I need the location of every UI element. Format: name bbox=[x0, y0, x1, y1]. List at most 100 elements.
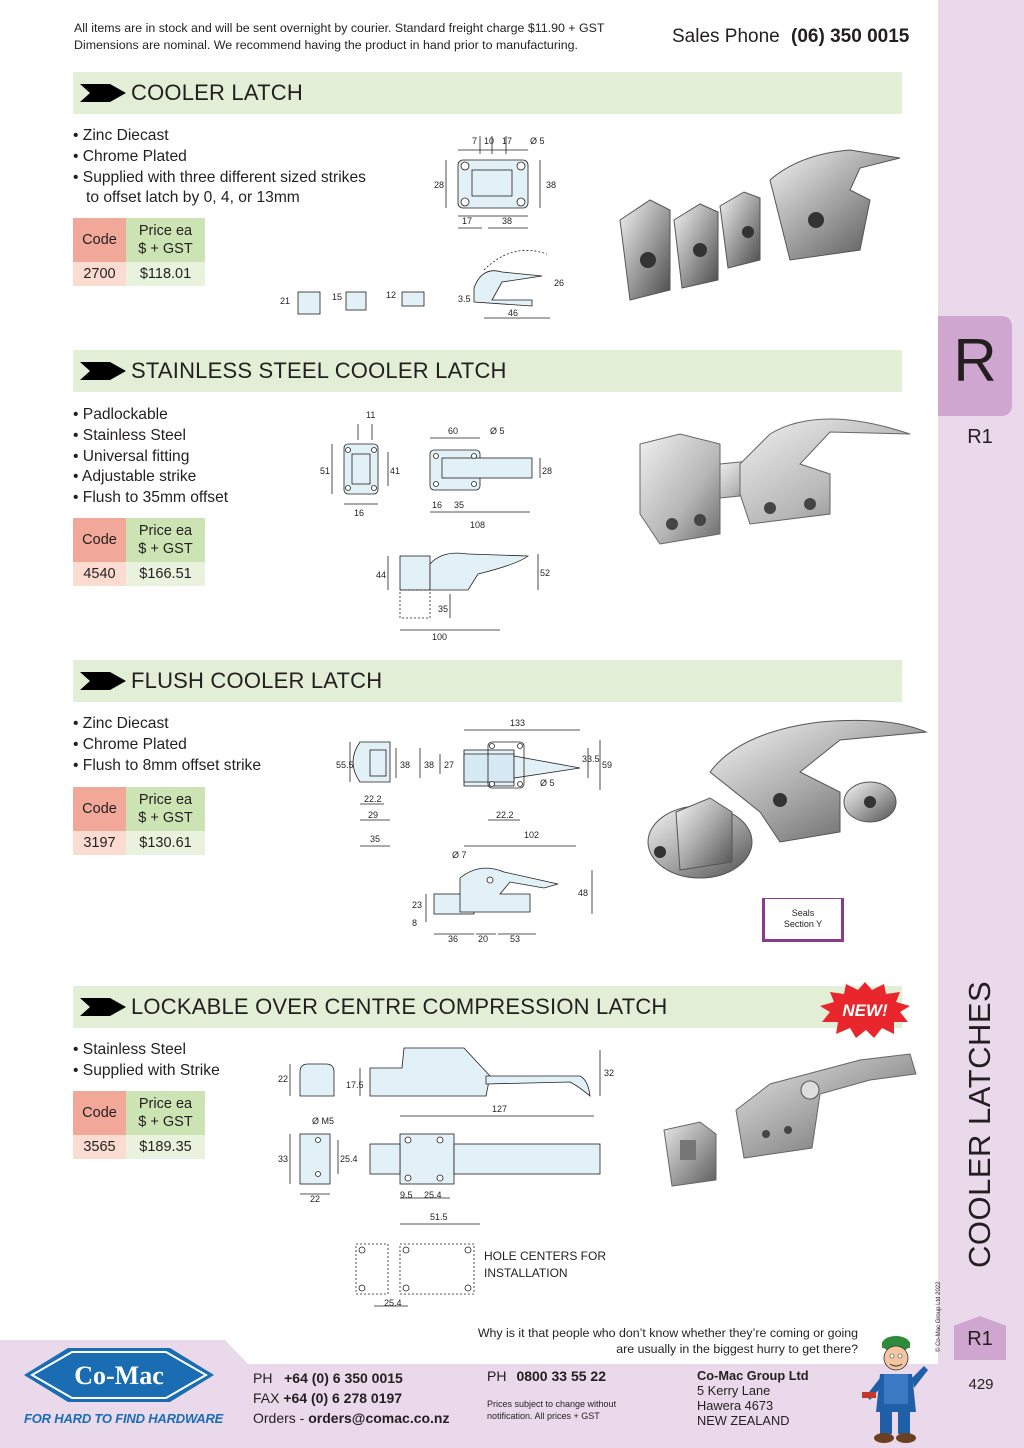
seals-line1: Seals bbox=[791, 908, 815, 918]
arrow-icon bbox=[80, 362, 126, 380]
feature-item: • Adjustable strike bbox=[73, 468, 197, 486]
dim-label: 11 bbox=[366, 410, 375, 420]
dim-label: 28 bbox=[542, 466, 552, 476]
dim-label: 127 bbox=[492, 1104, 507, 1114]
dim-label: 9.5 bbox=[400, 1190, 413, 1200]
copyright: © Co-Mac Group Ltd 2022 bbox=[936, 1281, 942, 1352]
dim-label: 46 bbox=[508, 308, 518, 318]
dim-label: 52 bbox=[540, 568, 550, 578]
company-name: Co-Mac Group Ltd bbox=[697, 1368, 809, 1383]
dim-label: 38 bbox=[400, 760, 410, 770]
price-header-line2: $ + GST bbox=[138, 241, 193, 257]
feature-item: • Supplied with three different sized st… bbox=[73, 168, 366, 186]
price-header-line1: Price ea bbox=[138, 792, 193, 808]
feature-list: • Zinc Diecast • Chrome Plated • Flush t… bbox=[73, 714, 261, 776]
feature-item: • Supplied with Strike bbox=[73, 1061, 220, 1079]
product-header-flush-cooler-latch: FLUSH COOLER LATCH bbox=[73, 660, 902, 702]
sales-label: Sales Phone bbox=[672, 26, 780, 47]
feature-item: • Zinc Diecast bbox=[73, 715, 169, 732]
price-header: Price ea $ + GST bbox=[126, 518, 205, 562]
feature-item: • Chrome Plated bbox=[73, 147, 187, 165]
dim-label: 59 bbox=[602, 760, 612, 770]
seals-reference[interactable]: Seals Section Y bbox=[762, 898, 844, 942]
dim-label: 133 bbox=[510, 718, 525, 728]
dim-label: 51.5 bbox=[430, 1212, 448, 1222]
dim-label: 36 bbox=[448, 934, 458, 944]
dim-label: 17 bbox=[502, 136, 512, 146]
sales-phone: Sales Phone (06) 350 0015 bbox=[672, 26, 909, 48]
technical-drawing-compression-latch: 22 17.5 32 127 Ø M5 33 25.4 22 9.5 25.4 … bbox=[274, 1040, 624, 1316]
product-code[interactable]: 2700 bbox=[73, 262, 126, 286]
dim-label: 32 bbox=[604, 1068, 614, 1078]
price-table: Code Price ea $ + GST 4540 $166.51 bbox=[73, 518, 205, 586]
dim-label: Ø M5 bbox=[312, 1116, 334, 1126]
dim-label: 12 bbox=[386, 290, 396, 300]
dim-label: 48 bbox=[578, 888, 588, 898]
side-strip bbox=[938, 0, 1024, 1448]
code-header: Code bbox=[73, 518, 126, 562]
product-code[interactable]: 3197 bbox=[73, 831, 126, 855]
price-header: Price ea $ + GST bbox=[126, 787, 205, 831]
product-title: LOCKABLE OVER CENTRE COMPRESSION LATCH bbox=[131, 994, 668, 1019]
dim-label: 55.5 bbox=[336, 760, 354, 770]
feature-item: • Stainless Steel bbox=[73, 1041, 186, 1058]
phone-number[interactable]: +64 (0) 6 350 0015 bbox=[284, 1370, 403, 1386]
orders-label: Orders - bbox=[253, 1410, 305, 1426]
product-price: $118.01 bbox=[126, 262, 205, 286]
dim-label: 44 bbox=[376, 570, 386, 580]
price-table: Code Price ea $ + GST 3565 $189.35 bbox=[73, 1091, 205, 1159]
technical-drawing-stainless-latch: 11 51 41 16 60 Ø 5 28 16 35 108 44 52 35… bbox=[318, 404, 558, 644]
dim-label: 20 bbox=[478, 934, 488, 944]
dim-label: 51 bbox=[320, 466, 330, 476]
product-header-cooler-latch: COOLER LATCH bbox=[73, 72, 902, 114]
contact-details: PH +64 (0) 6 350 0015 FAX +64 (0) 6 278 … bbox=[253, 1368, 450, 1428]
section-tab[interactable] bbox=[938, 316, 1012, 416]
dim-label: 3.5 bbox=[458, 294, 471, 304]
price-header-line2: $ + GST bbox=[138, 541, 193, 557]
address-line: NEW ZEALAND bbox=[697, 1413, 790, 1428]
feature-list: • Zinc Diecast • Chrome Plated • Supplie… bbox=[73, 126, 366, 209]
footer-quote: Why is it that people who don’t know whe… bbox=[420, 1325, 858, 1357]
fax-label: FAX bbox=[253, 1390, 280, 1406]
page-number: 429 bbox=[968, 1376, 994, 1393]
dim-label: 15 bbox=[332, 292, 342, 302]
freephone-number[interactable]: 0800 33 55 22 bbox=[516, 1368, 606, 1384]
freephone-label: PH bbox=[487, 1368, 507, 1384]
fax-number[interactable]: +64 (0) 6 278 0197 bbox=[283, 1390, 403, 1406]
comac-logo[interactable]: Co-Mac bbox=[24, 1344, 214, 1406]
arrow-icon bbox=[80, 84, 126, 102]
product-photo-flush-latch bbox=[640, 712, 930, 897]
price-header: Price ea $ + GST bbox=[126, 218, 205, 262]
dim-label: Ø 7 bbox=[452, 850, 467, 860]
dim-label: Ø 5 bbox=[530, 136, 545, 146]
arrow-icon bbox=[80, 672, 126, 690]
price-header-line2: $ + GST bbox=[138, 810, 193, 826]
technical-drawing-flush-latch: 133 55.5 38 38 27 33.5 59 Ø 5 22.2 29 35… bbox=[330, 712, 620, 952]
price-header-line1: Price ea bbox=[138, 523, 193, 539]
header-notice: All items are in stock and will be sent … bbox=[74, 20, 674, 54]
dim-label: 25.4 bbox=[424, 1190, 442, 1200]
orders-email[interactable]: orders@comac.co.nz bbox=[308, 1410, 450, 1426]
category-title: COOLER LATCHES bbox=[962, 980, 997, 1268]
feature-item: • Universal fitting bbox=[73, 447, 190, 465]
product-price: $189.35 bbox=[126, 1135, 205, 1159]
sales-number[interactable]: (06) 350 0015 bbox=[791, 26, 910, 47]
product-title: STAINLESS STEEL COOLER LATCH bbox=[131, 358, 507, 383]
dim-label: 33.5 bbox=[582, 754, 600, 764]
dim-label: 108 bbox=[470, 520, 485, 530]
logo-text: Co-Mac bbox=[74, 1361, 164, 1390]
dim-label: 17 bbox=[462, 216, 472, 226]
dim-label: 25.4 bbox=[384, 1298, 402, 1308]
dim-label: 27 bbox=[444, 760, 454, 770]
product-code[interactable]: 3565 bbox=[73, 1135, 126, 1159]
quote-line2: are usually in the biggest hurry to get … bbox=[616, 1342, 858, 1356]
price-table: Code Price ea $ + GST 3197 $130.61 bbox=[73, 787, 205, 855]
product-code[interactable]: 4540 bbox=[73, 562, 126, 586]
price-disclaimer: Prices subject to change without notific… bbox=[487, 1399, 617, 1421]
phone-label: PH bbox=[253, 1370, 273, 1386]
quote-line1: Why is it that people who don’t know whe… bbox=[477, 1326, 858, 1340]
dim-label: Ø 5 bbox=[540, 778, 555, 788]
section-letter: R bbox=[953, 327, 997, 394]
section-code: R1 bbox=[967, 426, 993, 448]
feature-list: • Stainless Steel • Supplied with Strike bbox=[73, 1040, 220, 1082]
